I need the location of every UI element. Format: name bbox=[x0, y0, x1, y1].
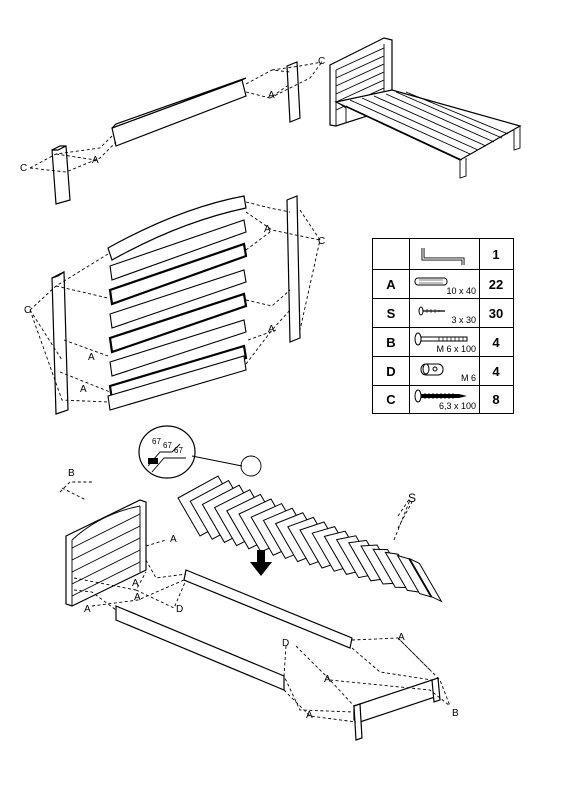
table-header-row: 1 bbox=[373, 239, 513, 269]
bottom-rail bbox=[107, 355, 247, 411]
label-a: A bbox=[84, 604, 91, 615]
dowel-icon bbox=[414, 277, 448, 286]
part-code: D bbox=[373, 357, 410, 385]
step1-frame: C A A C bbox=[20, 56, 325, 205]
label-a: A bbox=[398, 632, 405, 643]
part-code: B bbox=[373, 328, 410, 356]
label-c: C bbox=[24, 305, 31, 316]
table-qty: 1 bbox=[492, 246, 500, 262]
right-post bbox=[286, 61, 301, 123]
label-c: C bbox=[318, 236, 325, 247]
label-a: A bbox=[324, 674, 331, 685]
dim-label: 67 bbox=[152, 437, 161, 446]
part-size: 3 x 30 bbox=[451, 315, 476, 325]
down-arrow-icon bbox=[250, 550, 272, 576]
part-size: 10 x 40 bbox=[446, 286, 476, 296]
label-a: A bbox=[132, 578, 139, 589]
bolt-icon bbox=[414, 332, 468, 346]
small-screw-icon bbox=[418, 306, 445, 316]
side-rail bbox=[115, 605, 285, 691]
allen-key-icon bbox=[421, 248, 465, 265]
table-row: S 3 x 30 30 bbox=[373, 298, 513, 327]
part-qty: 30 bbox=[488, 305, 504, 321]
parts-table: 1 A 10 x 40 22 S 3 x 30 30 B bbox=[372, 238, 514, 414]
label-a: A bbox=[88, 352, 95, 363]
side-rail bbox=[183, 569, 353, 649]
dim-label: 67 bbox=[163, 441, 172, 450]
label-a: A bbox=[268, 324, 275, 335]
dim-label: 67 bbox=[174, 446, 183, 455]
left-post bbox=[51, 271, 69, 415]
label-a: A bbox=[80, 384, 87, 395]
table-row: D M 6 4 bbox=[373, 356, 513, 385]
label-b: B bbox=[452, 708, 459, 719]
part-code: S bbox=[373, 299, 410, 327]
label-d: D bbox=[282, 638, 289, 649]
label-a: A bbox=[170, 534, 177, 545]
part-size: M 6 x 100 bbox=[436, 344, 476, 354]
slat bbox=[396, 554, 432, 598]
table-row: B M 6 x 100 4 bbox=[373, 327, 513, 356]
part-size: 6,3 x 100 bbox=[438, 401, 476, 411]
table-row: A 10 x 40 22 bbox=[373, 269, 513, 298]
label-s: S bbox=[408, 491, 416, 505]
label-a: A bbox=[92, 155, 99, 166]
part-qty: 4 bbox=[492, 363, 500, 379]
label-c: C bbox=[318, 56, 325, 67]
step2-headboard: C A A A A C bbox=[24, 195, 325, 415]
label-a: A bbox=[264, 224, 271, 235]
part-qty: 8 bbox=[492, 392, 500, 407]
label-d: D bbox=[176, 604, 183, 615]
wood-screw-icon bbox=[414, 389, 467, 403]
step3-slats: 67 67 67 S bbox=[138, 425, 443, 603]
slat-roll bbox=[177, 475, 443, 603]
step4-bed-frame: B A A A A D D A A A B bbox=[59, 468, 459, 741]
label-a: A bbox=[134, 592, 141, 603]
rail bbox=[111, 79, 247, 147]
part-qty: 4 bbox=[492, 334, 500, 350]
label-b: B bbox=[68, 468, 75, 479]
part-size: M 6 bbox=[460, 373, 476, 383]
part-qty: 22 bbox=[488, 276, 504, 292]
slat bbox=[408, 557, 443, 603]
finished-bed-preview bbox=[329, 37, 522, 179]
right-post bbox=[286, 195, 301, 343]
label-a: A bbox=[268, 90, 275, 101]
part-code: A bbox=[373, 270, 410, 298]
label-c: C bbox=[20, 163, 27, 174]
top-rail bbox=[107, 195, 247, 261]
table-row: C 6,3 x 100 8 bbox=[373, 385, 513, 413]
part-code: C bbox=[373, 386, 410, 413]
label-a: A bbox=[306, 710, 313, 721]
barrel-nut-icon bbox=[420, 363, 444, 376]
